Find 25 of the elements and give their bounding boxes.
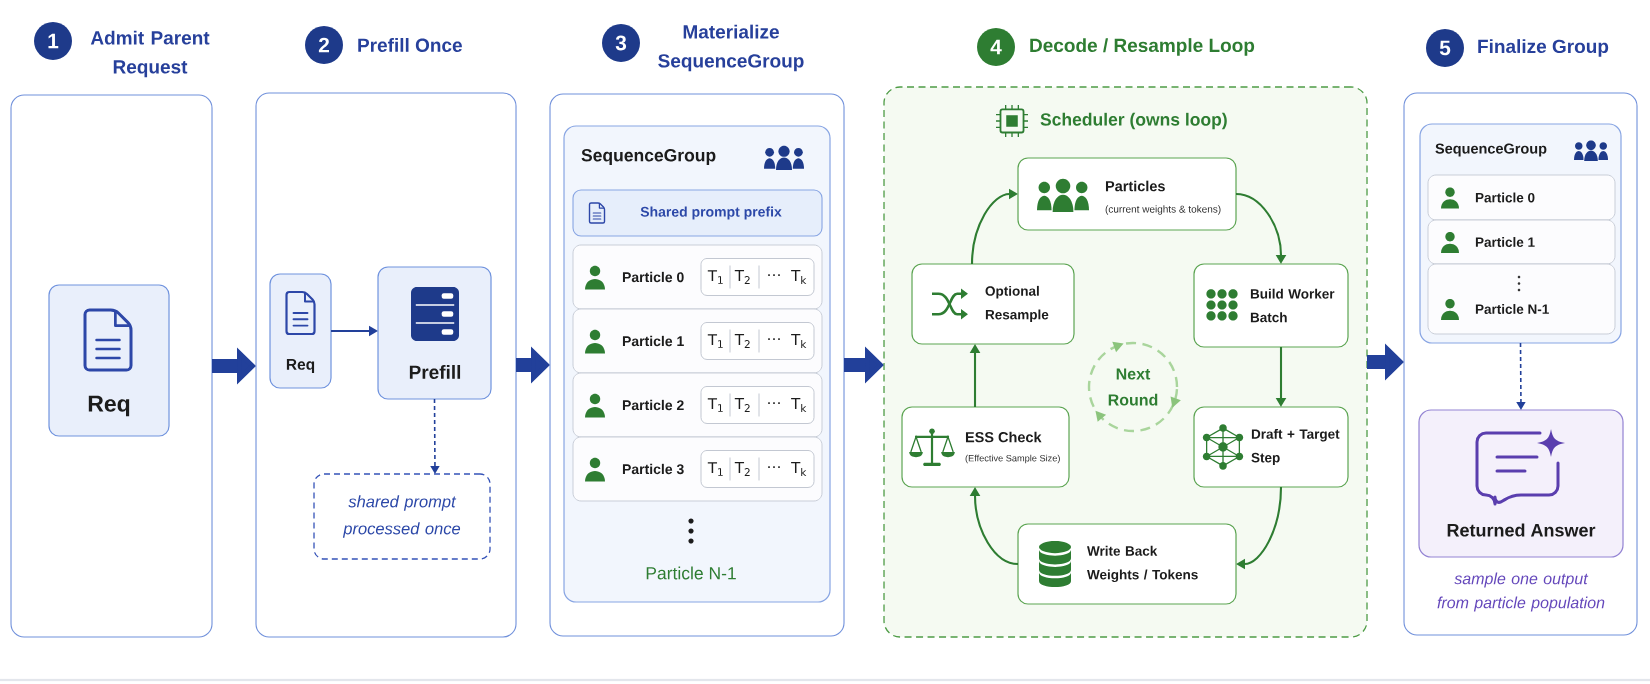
step-card: ESS Check (Effective Sample Size)	[901, 406, 1070, 488]
step-card: Optional Resample	[911, 263, 1075, 345]
note-box: shared prompt processed once	[313, 473, 491, 560]
dashed-arrow	[1516, 342, 1526, 410]
step-title: Prefill Once	[358, 38, 462, 52]
step-title: Decode / Resample Loop	[1030, 38, 1255, 56]
dashed-arrow	[430, 398, 440, 474]
step-card: Draft + Target Step	[1193, 406, 1349, 488]
step-card: Particles (current weights & tokens)	[1017, 157, 1237, 231]
step-title: Materialize SequenceGroup	[658, 24, 804, 72]
caption-text: sample one output from particle population	[1437, 572, 1605, 612]
request-card: Req	[269, 273, 332, 389]
cycle-ring: Next Round	[1087, 341, 1181, 433]
step-badge: 2	[305, 26, 343, 64]
step-badge: 1	[34, 22, 72, 60]
step-badge: 3	[602, 24, 640, 62]
step-title: Finalize Group	[1478, 39, 1609, 57]
step-card: Build Worker Batch	[1193, 263, 1349, 348]
step-badge: 4	[977, 28, 1015, 66]
answer-card: Returned Answer	[1418, 409, 1624, 558]
step-card: Write Back Weights / Tokens	[1017, 523, 1237, 605]
step-title: Admit Parent Request	[90, 30, 210, 78]
request-card: Req	[48, 284, 170, 437]
step-badge: 5	[1426, 29, 1464, 67]
section-title: Scheduler (owns loop)	[1040, 112, 1227, 130]
